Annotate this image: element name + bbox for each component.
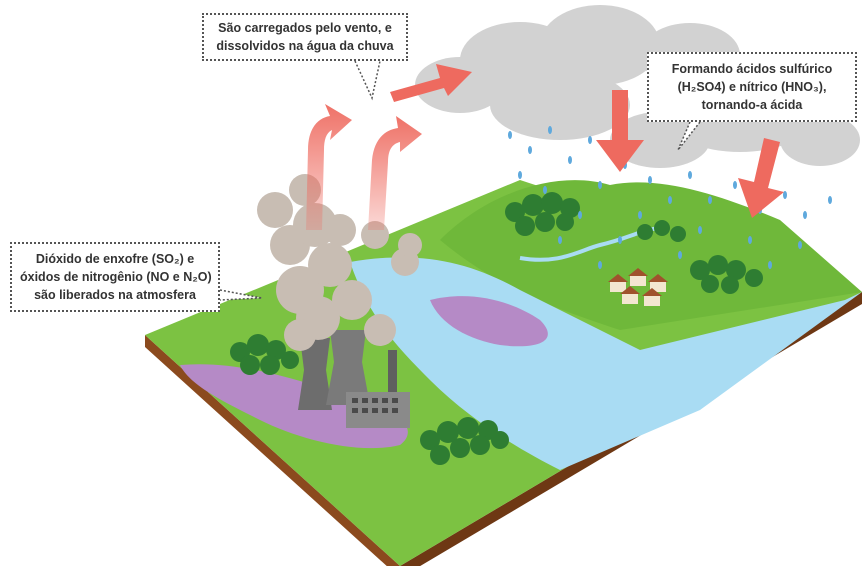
- callout-wind-line2: dissolvidos na água da chuva: [216, 39, 394, 53]
- forest-hill: [505, 192, 580, 236]
- rain: [508, 126, 832, 269]
- arrow-up-left: [306, 104, 352, 230]
- callout-acid-formation: Formando ácidos sulfúrico (H₂SO4) e nítr…: [647, 52, 857, 122]
- polluted-ground-upper: [430, 296, 548, 347]
- callout-emission-line2: óxidos de nitrogênio (NO e N₂O): [20, 270, 212, 284]
- callout-tails: [219, 60, 701, 301]
- forests: [230, 192, 763, 465]
- pollution-arrows: [306, 64, 784, 230]
- callout-wind-line1: São carregados pelo vento, e: [218, 21, 392, 35]
- arrow-rain-right: [738, 138, 784, 218]
- arrow-rain-center: [596, 90, 644, 172]
- callout-acid-line2: (H₂SO4) e nítrico (HNO₃),: [677, 80, 827, 94]
- callout-emission: Dióxido de enxofre (SO₂) e óxidos de nit…: [10, 242, 220, 312]
- arrow-up-right: [368, 116, 422, 230]
- callout-acid-line1: Formando ácidos sulfúrico: [671, 62, 833, 76]
- forest-left: [230, 334, 299, 375]
- village: [608, 268, 668, 306]
- callout-wind-transport: São carregados pelo vento, e dissolvidos…: [202, 13, 408, 61]
- callout-emission-line3: são liberados na atmosfera: [34, 288, 196, 302]
- forest-bottom: [420, 417, 509, 465]
- cooling-tower-right: [326, 330, 370, 405]
- forest-right: [690, 255, 763, 294]
- cooling-tower-left: [298, 338, 332, 410]
- forest-hill-small: [637, 220, 686, 242]
- power-plant: [298, 330, 410, 428]
- chimney: [388, 350, 397, 410]
- arrow-to-cloud: [390, 64, 472, 102]
- callout-emission-line1: Dióxido de enxofre (SO₂) e: [35, 252, 195, 266]
- callout-acid-line3: tornando-a ácida: [701, 98, 803, 112]
